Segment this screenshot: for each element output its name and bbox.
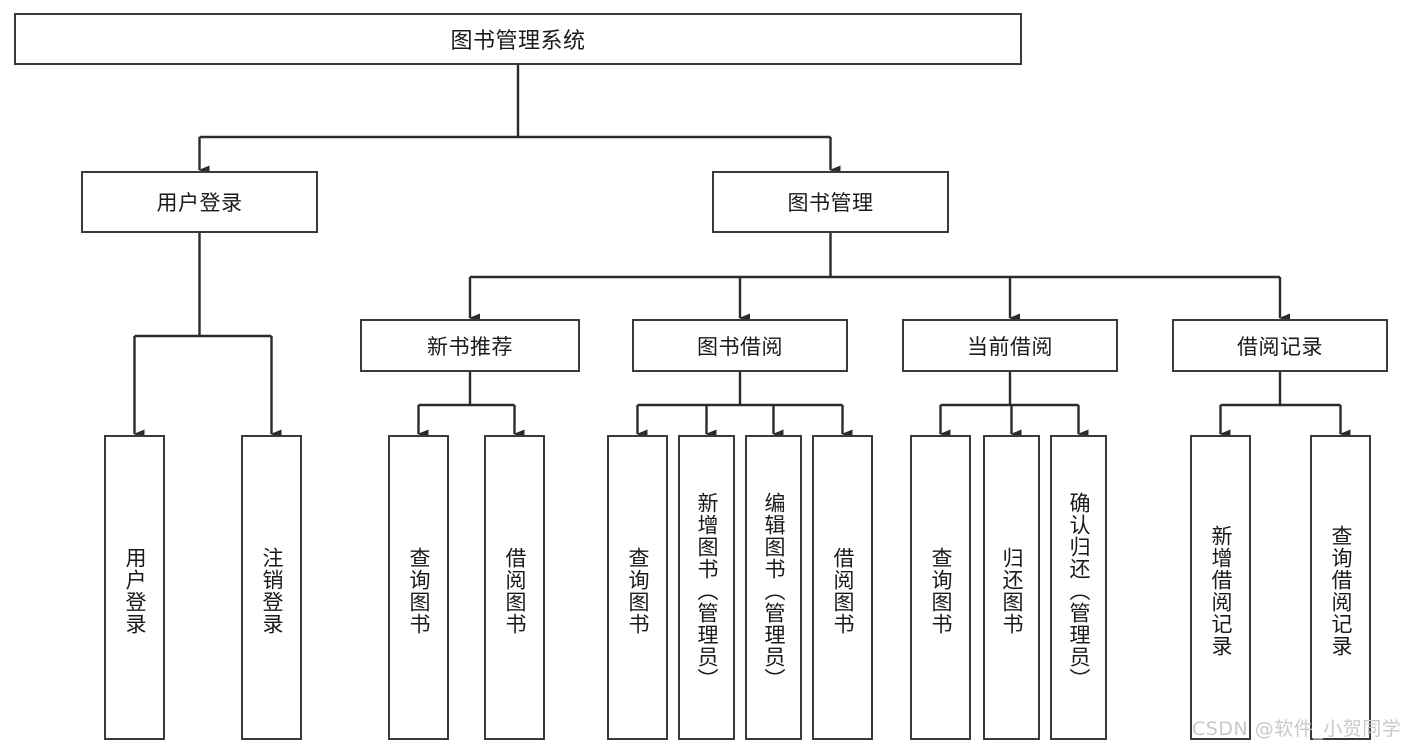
node-leaf-borrow-book-2[interactable]: 借阅图书 [812, 435, 873, 740]
node-current-borrow[interactable]: 当前借阅 [902, 319, 1118, 372]
node-root[interactable]: 图书管理系统 [14, 13, 1022, 65]
node-leaf-add-book[interactable]: 新增图书（管理员） [678, 435, 735, 740]
node-leaf-edit-book[interactable]: 编辑图书（管理员） [745, 435, 802, 740]
node-leaf-return-book[interactable]: 归还图书 [983, 435, 1040, 740]
node-book-borrow[interactable]: 图书借阅 [632, 319, 848, 372]
node-new-book-rec[interactable]: 新书推荐 [360, 319, 580, 372]
node-leaf-add-record[interactable]: 新增借阅记录 [1190, 435, 1251, 740]
node-leaf-user-logout[interactable]: 注销登录 [241, 435, 302, 740]
node-leaf-query-book-3[interactable]: 查询图书 [910, 435, 971, 740]
node-user-login[interactable]: 用户登录 [81, 171, 318, 233]
node-leaf-query-record[interactable]: 查询借阅记录 [1310, 435, 1371, 740]
node-borrow-record[interactable]: 借阅记录 [1172, 319, 1388, 372]
node-leaf-borrow-book-1[interactable]: 借阅图书 [484, 435, 545, 740]
node-leaf-confirm-return[interactable]: 确认归还（管理员） [1050, 435, 1107, 740]
node-leaf-query-book-2[interactable]: 查询图书 [607, 435, 668, 740]
watermark: CSDN @软件_小贺同学 [1192, 718, 1402, 740]
node-leaf-query-book-1[interactable]: 查询图书 [388, 435, 449, 740]
node-leaf-user-login[interactable]: 用户登录 [104, 435, 165, 740]
node-book-manage[interactable]: 图书管理 [712, 171, 949, 233]
